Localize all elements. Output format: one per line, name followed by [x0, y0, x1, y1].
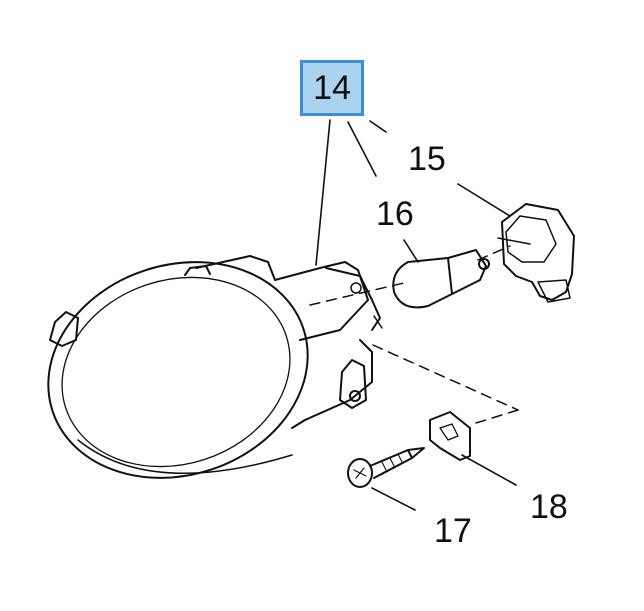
leader-15	[457, 183, 511, 217]
mounting-bracket	[429, 411, 471, 461]
screw-head	[347, 458, 373, 488]
lamp-body-side	[299, 299, 369, 341]
bulb-contact	[478, 258, 490, 270]
bulb-base	[447, 249, 487, 295]
screw-threads	[381, 453, 403, 471]
lamp-body-lower	[291, 339, 373, 429]
socket-plug	[537, 279, 571, 303]
lamp-top-tab	[184, 265, 211, 276]
lamp-lens-inner	[61, 276, 291, 468]
callout-17-label: 17	[434, 512, 472, 550]
lamp-rear-wire	[373, 315, 383, 329]
leader-14-housing	[315, 119, 331, 266]
dash-bracket-to-lamp	[475, 409, 519, 424]
lamp-body-top	[195, 255, 369, 301]
bulb	[392, 249, 490, 309]
bracket-plate	[429, 411, 471, 461]
socket-body	[501, 203, 575, 301]
lamp-bezel-lower-arc	[77, 439, 293, 475]
callout-15-label: 15	[408, 140, 446, 178]
lamp-back-socket	[350, 282, 362, 294]
bulb-socket-connector	[497, 203, 575, 303]
callout-14-highlight[interactable]: 14	[300, 60, 364, 116]
leader-lines	[315, 119, 517, 511]
socket-ring	[505, 215, 557, 263]
leader-17	[371, 487, 416, 511]
leader-14-secondary	[347, 121, 377, 177]
leader-18	[461, 454, 517, 486]
screw-shank	[369, 449, 413, 479]
callout-18-label: 18	[530, 488, 568, 526]
screw-torx	[353, 467, 367, 479]
lamp-mount-hole	[349, 390, 361, 402]
callout-14-label: 14	[313, 68, 351, 107]
lamp-lens-outer	[47, 261, 309, 479]
lamp-left-clip	[49, 311, 79, 347]
leader-16	[403, 239, 419, 263]
dash-bulb-axis	[309, 281, 409, 306]
screw	[347, 447, 425, 488]
bulb-glass	[392, 257, 453, 309]
screw-tip	[407, 447, 425, 459]
fog-lamp-housing	[47, 255, 383, 479]
lamp-mount-ear	[339, 359, 367, 409]
callout-16-label: 16	[376, 195, 414, 233]
leader-14-tertiary	[369, 120, 387, 133]
dash-bracket-axis	[372, 344, 519, 411]
dash-socket-axis	[477, 245, 511, 261]
socket-pin	[497, 237, 531, 245]
bracket-slot	[439, 423, 459, 441]
assembly-dashed-lines	[309, 245, 519, 424]
